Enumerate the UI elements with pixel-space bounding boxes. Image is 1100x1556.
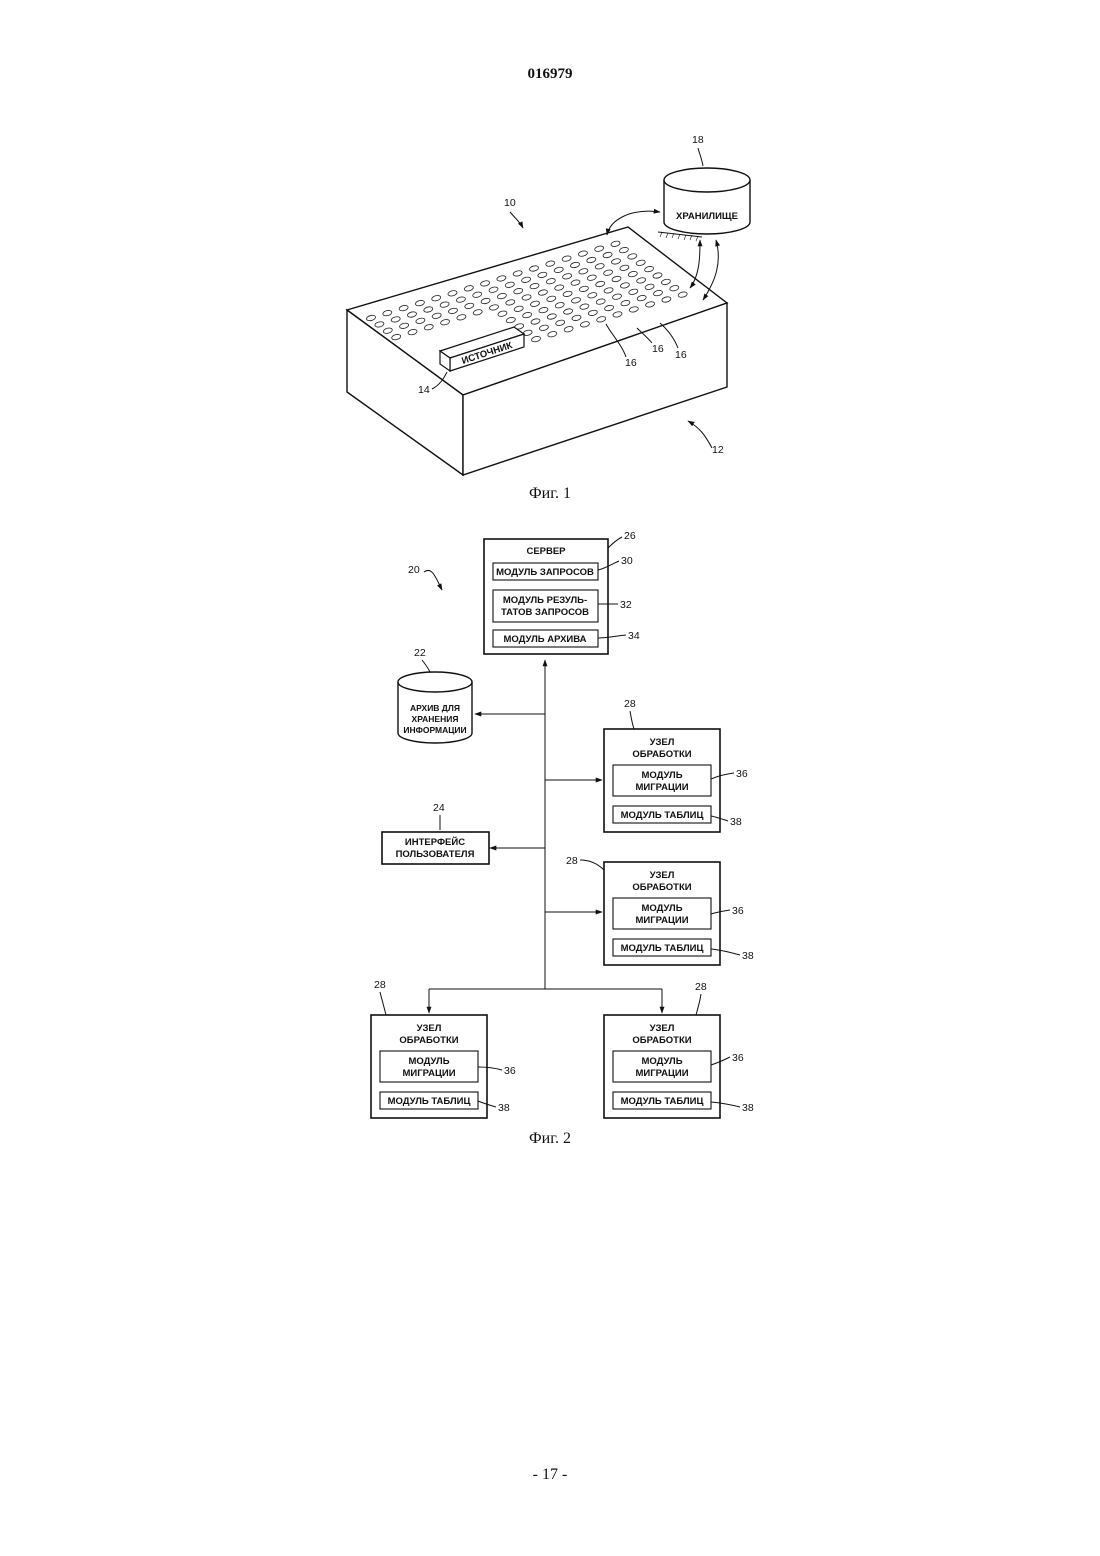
ref-16a: 16 — [625, 357, 637, 369]
storage-cylinder: ХРАНИЛИЩЕ — [658, 168, 750, 241]
server-title: СЕРВЕР — [526, 546, 566, 557]
processing-node-2: УЗЕЛ ОБРАБОТКИ МОДУЛЬ МИГРАЦИИ МОДУЛЬ ТА… — [566, 855, 754, 965]
archive-line1: АРХИВ ДЛЯ — [410, 703, 460, 713]
query-result-module-line1: МОДУЛЬ РЕЗУЛЬ- — [503, 595, 587, 606]
tables-module-label: МОДУЛЬ ТАБЛИЦ — [621, 810, 704, 821]
processing-node-1: УЗЕЛ ОБРАБОТКИ МОДУЛЬ МИГРАЦИИ МОДУЛЬ ТА… — [604, 698, 748, 832]
node-title-1: УЗЕЛ — [650, 737, 675, 748]
processing-node-4: УЗЕЛ ОБРАБОТКИ МОДУЛЬ МИГРАЦИИ МОДУЛЬ ТА… — [604, 981, 754, 1118]
query-result-module-line2: ТАТОВ ЗАПРОСОВ — [501, 607, 589, 618]
page-number: - 17 - — [0, 1466, 1100, 1484]
ref-18: 18 — [692, 134, 704, 146]
ref-28: 28 — [624, 698, 636, 710]
node-title-1: УЗЕЛ — [417, 1023, 442, 1034]
ref-36: 36 — [504, 1065, 516, 1077]
ref-22: 22 — [414, 647, 426, 659]
archive-storage: АРХИВ ДЛЯ ХРАНЕНИЯ ИНФОРМАЦИИ 22 — [398, 647, 472, 743]
ref-36: 36 — [732, 905, 744, 917]
ref-28: 28 — [374, 979, 386, 991]
ref-28: 28 — [566, 855, 578, 867]
migration-module-line1: МОДУЛЬ — [408, 1056, 449, 1067]
ref-38: 38 — [730, 816, 742, 828]
ref-14: 14 — [418, 384, 430, 396]
ref-38: 38 — [742, 950, 754, 962]
ref-24: 24 — [433, 802, 445, 814]
migration-module-line2: МИГРАЦИИ — [402, 1068, 455, 1079]
ref-20: 20 — [408, 564, 420, 576]
tables-module-label: МОДУЛЬ ТАБЛИЦ — [388, 1096, 471, 1107]
tables-module-label: МОДУЛЬ ТАБЛИЦ — [621, 1096, 704, 1107]
ref-36: 36 — [732, 1052, 744, 1064]
figure-1-caption: Фиг. 1 — [529, 485, 571, 502]
processing-node-3: УЗЕЛ ОБРАБОТКИ МОДУЛЬ МИГРАЦИИ МОДУЛЬ ТА… — [371, 979, 516, 1118]
ref-12: 12 — [712, 444, 724, 456]
ref-38: 38 — [498, 1102, 510, 1114]
ref-28: 28 — [695, 981, 707, 993]
migration-module-line2: МИГРАЦИИ — [635, 782, 688, 793]
migration-module-line2: МИГРАЦИИ — [635, 1068, 688, 1079]
storage-label: ХРАНИЛИЩЕ — [676, 211, 738, 222]
node-title-2: ОБРАБОТКИ — [632, 882, 691, 893]
archive-module-label: МОДУЛЬ АРХИВА — [504, 634, 587, 645]
migration-module-line1: МОДУЛЬ — [641, 1056, 682, 1067]
migration-module-line1: МОДУЛЬ — [641, 770, 682, 781]
ref-36: 36 — [736, 768, 748, 780]
figure-2: 20 СЕРВЕР МОДУЛЬ ЗАПРОСОВ МОДУЛЬ РЕЗУЛЬ-… — [371, 530, 754, 1147]
ref-16c: 16 — [675, 349, 687, 361]
ref-34: 34 — [628, 630, 640, 642]
ref-16b: 16 — [652, 343, 664, 355]
node-title-2: ОБРАБОТКИ — [632, 749, 691, 760]
ref-26: 26 — [624, 530, 636, 542]
migration-module-line1: МОДУЛЬ — [641, 903, 682, 914]
query-module-label: МОДУЛЬ ЗАПРОСОВ — [496, 567, 594, 578]
ref-10: 10 — [504, 197, 516, 209]
node-title-1: УЗЕЛ — [650, 870, 675, 881]
tables-module-label: МОДУЛЬ ТАБЛИЦ — [621, 943, 704, 954]
node-title-2: ОБРАБОТКИ — [399, 1035, 458, 1046]
archive-line2: ХРАНЕНИЯ — [412, 714, 459, 724]
ui-line1: ИНТЕРФЕЙС — [405, 836, 465, 848]
figure-1: ИСТОЧНИК ХРАНИЛИЩЕ 10 18 14 16 16 — [347, 134, 750, 502]
migration-module-line2: МИГРАЦИИ — [635, 915, 688, 926]
ref-38: 38 — [742, 1102, 754, 1114]
server-block: СЕРВЕР МОДУЛЬ ЗАПРОСОВ МОДУЛЬ РЕЗУЛЬ- ТА… — [484, 530, 640, 654]
node-title-2: ОБРАБОТКИ — [632, 1035, 691, 1046]
node-title-1: УЗЕЛ — [650, 1023, 675, 1034]
ref-32: 32 — [620, 599, 632, 611]
ref-30: 30 — [621, 555, 633, 567]
archive-line3: ИНФОРМАЦИИ — [403, 725, 466, 735]
user-interface-block: ИНТЕРФЕЙС ПОЛЬЗОВАТЕЛЯ 24 — [382, 802, 489, 864]
ui-line2: ПОЛЬЗОВАТЕЛЯ — [396, 849, 475, 860]
figure-2-caption: Фиг. 2 — [529, 1130, 571, 1147]
